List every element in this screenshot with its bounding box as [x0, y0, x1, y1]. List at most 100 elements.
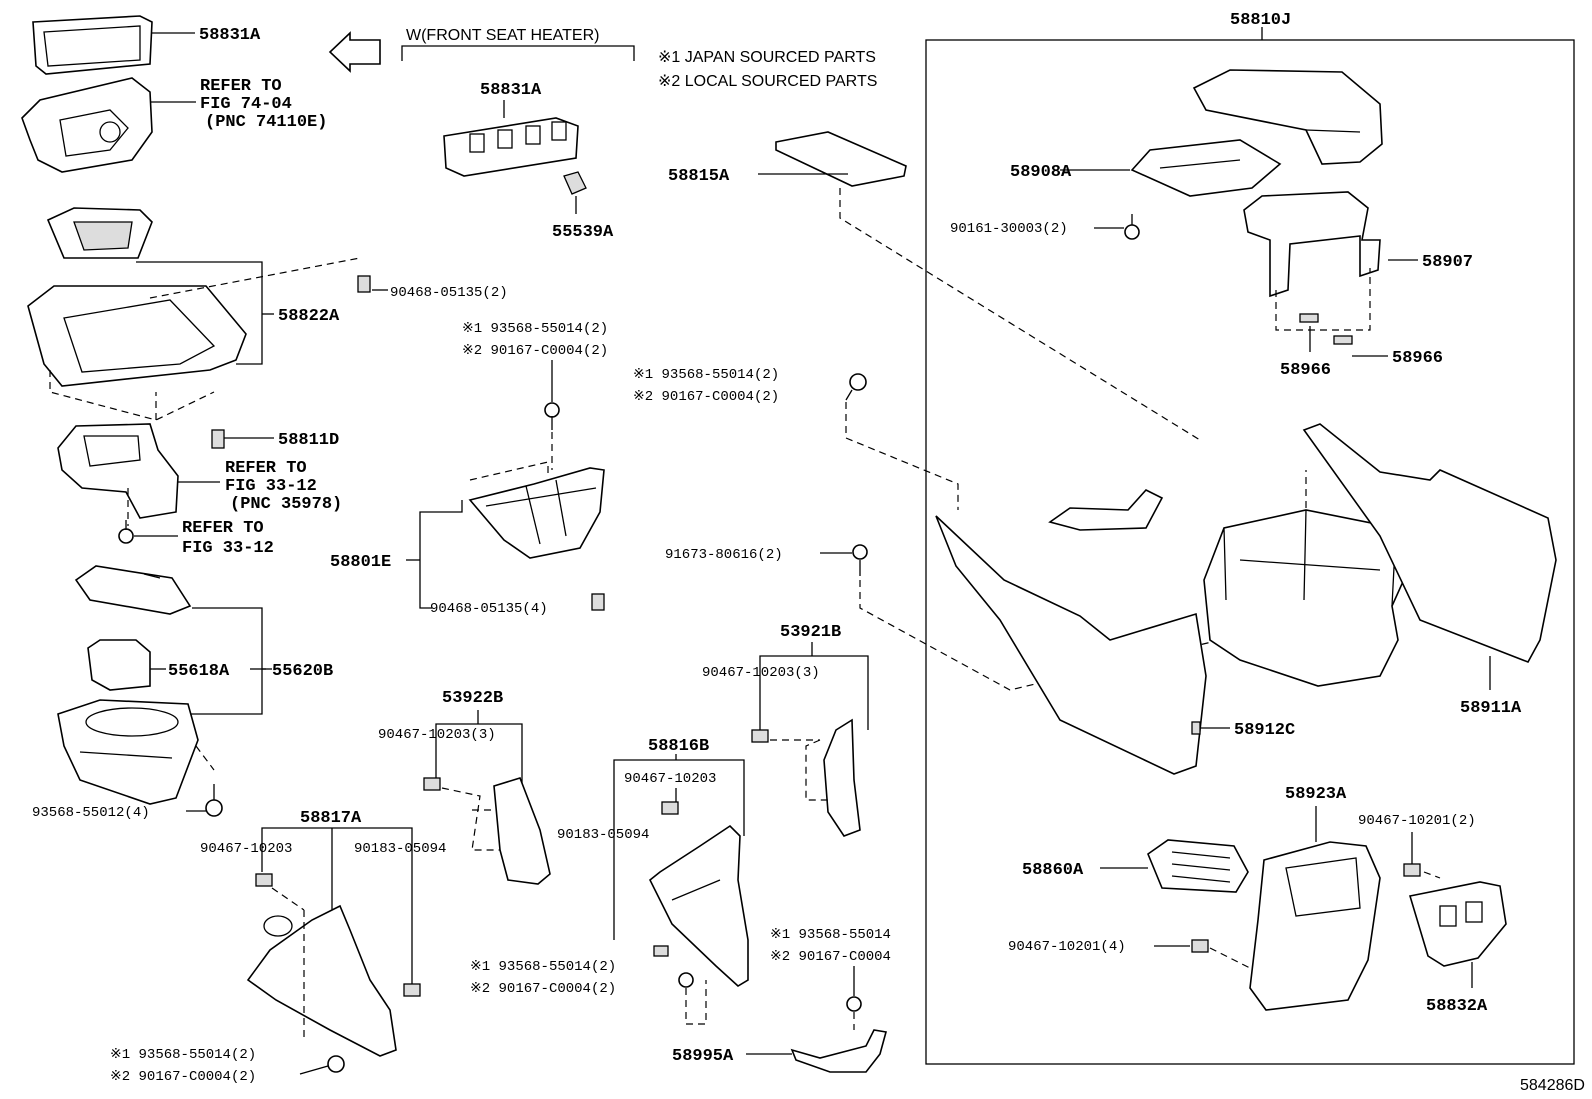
note-japan-screw-a: ※1 93568-55014(2): [462, 321, 608, 337]
clip-icon: [211, 429, 225, 449]
ref-text: FIG 33-12: [182, 539, 274, 558]
part-53921B-trim: [823, 718, 861, 837]
part-55618A-insert: [87, 639, 151, 691]
part-58907-latch: [1243, 191, 1381, 298]
part-console-box-body: [1203, 509, 1411, 687]
note-local-screw-b: ※2 90167-C0004(2): [633, 389, 779, 405]
ref-text: REFER TO: [200, 77, 282, 96]
part-label-90183-05094-a: 90183-05094: [557, 827, 649, 843]
part-58832A-trim: [1408, 881, 1507, 967]
part-58817A-lower-panel: [246, 904, 397, 1057]
part-label-90161-30003: 90161-30003(2): [950, 221, 1068, 237]
note-local-screw-e: ※2 90167-C0004: [770, 949, 891, 965]
part-58923A-rear-panel: [1249, 841, 1381, 1011]
part-label-90467-10201-2: 90467-10201(2): [1358, 813, 1476, 829]
part-label-55620B: 55620B: [272, 662, 333, 681]
part-console-side-panel-left: [935, 515, 1207, 775]
clip-icon: [1191, 939, 1209, 953]
screw-icon: [846, 996, 862, 1012]
part-label-55618A: 55618A: [168, 662, 230, 681]
part-cupholder-body: [57, 699, 199, 805]
screw-icon: [205, 784, 223, 817]
part-label-90468-05135-4: 90468-05135(4): [430, 601, 548, 617]
part-label-58815A: 58815A: [668, 167, 730, 186]
part-58801E-bracket: [468, 467, 605, 559]
part-58908A-hinge: [1130, 139, 1282, 197]
part-58815A-mat: [775, 131, 907, 187]
ref-text: FIG 74-04: [200, 95, 292, 114]
part-label-58831A-top: 58831A: [199, 26, 261, 45]
clip-icon: [403, 983, 421, 997]
pin-icon: [1299, 313, 1319, 323]
part-label-90183-05094-b: 90183-05094: [354, 841, 446, 857]
note-japan-screw-e: ※1 93568-55014: [770, 927, 891, 943]
clip-icon: [357, 275, 371, 293]
part-label-58907: 58907: [1422, 253, 1473, 272]
note-japan-screw-c: ※1 93568-55014(2): [470, 959, 616, 975]
ref-text: (PNC 35978): [230, 495, 342, 514]
note-japan-screw-b: ※1 93568-55014(2): [633, 367, 779, 383]
clip-icon: [1403, 863, 1421, 877]
part-58822A-shift-bezel: [27, 207, 247, 387]
part-label-58817A: 58817A: [300, 809, 362, 828]
part-label-58822A: 58822A: [278, 307, 340, 326]
part-58816B-bracket: [648, 824, 749, 987]
part-shift-lever-housing: [57, 423, 179, 519]
part-58831A-tray: [32, 15, 153, 75]
variant-bracket: [401, 45, 635, 61]
part-label-90468-05135-2: 90468-05135(2): [390, 285, 508, 301]
ref-text: FIG 33-12: [225, 477, 317, 496]
part-console-lid-bracket: [1048, 489, 1164, 531]
part-label-91673-80616: 91673-80616(2): [665, 547, 783, 563]
part-53922B-trim: [493, 777, 551, 885]
clip-icon: [1191, 721, 1201, 735]
part-label-58801E: 58801E: [330, 553, 391, 572]
screw-icon: [544, 402, 560, 430]
part-label-58810J: 58810J: [1230, 11, 1291, 30]
part-label-58911A: 58911A: [1460, 699, 1522, 718]
part-58831A-switch-panel: [443, 117, 579, 177]
part-label-58811D: 58811D: [278, 431, 339, 450]
ref-text: (PNC 74110E): [205, 113, 327, 132]
part-55539A-clip: [563, 171, 587, 195]
part-label-58995A: 58995A: [672, 1047, 734, 1066]
part-label-58966-b: 58966: [1392, 349, 1443, 368]
screw-icon: [678, 972, 694, 988]
ref-text: REFER TO: [182, 519, 264, 538]
part-label-53921B: 53921B: [780, 623, 841, 642]
arrow-left-icon: [328, 31, 381, 73]
part-label-58908A: 58908A: [1010, 163, 1072, 182]
part-label-90467-10203-c: 90467-10203: [624, 771, 716, 787]
clip-icon: [423, 777, 441, 791]
pin-icon: [1333, 335, 1353, 345]
screw-icon: [845, 373, 867, 401]
part-label-90467-10201-4: 90467-10201(4): [1008, 939, 1126, 955]
part-armrest-lid: [1192, 69, 1383, 165]
screw-icon: [852, 544, 868, 576]
clip-icon: [591, 593, 605, 611]
part-label-58912C: 58912C: [1234, 721, 1295, 740]
variant-label: W(FRONT SEAT HEATER): [406, 27, 599, 44]
part-label-90467-10203-d: 90467-10203: [200, 841, 292, 857]
part-label-93568-55012: 93568-55012(4): [32, 805, 150, 821]
part-58860A-vent: [1147, 839, 1249, 893]
part-label-58966-a: 58966: [1280, 361, 1331, 380]
clip-icon: [661, 801, 679, 815]
note-local-screw-c: ※2 90167-C0004(2): [470, 981, 616, 997]
part-label-58923A: 58923A: [1285, 785, 1347, 804]
assembly-box-58810J: [925, 39, 1575, 1065]
clip-icon: [653, 945, 669, 957]
part-label-90467-10203-3a: 90467-10203(3): [702, 665, 820, 681]
part-label-58816B: 58816B: [648, 737, 709, 756]
note-local-sourced: ※2 LOCAL SOURCED PARTS: [658, 73, 877, 90]
note-local-screw-a: ※2 90167-C0004(2): [462, 343, 608, 359]
part-console-bracket-upper: [21, 77, 153, 173]
part-label-53922B: 53922B: [442, 689, 503, 708]
note-local-screw-d: ※2 90167-C0004(2): [110, 1069, 256, 1085]
screw-icon: [118, 520, 134, 544]
diagram-code: 584286D: [1520, 1077, 1585, 1094]
part-58995A-bracket: [790, 1029, 888, 1073]
part-label-58860A: 58860A: [1022, 861, 1084, 880]
part-label-90467-10203-3b: 90467-10203(3): [378, 727, 496, 743]
